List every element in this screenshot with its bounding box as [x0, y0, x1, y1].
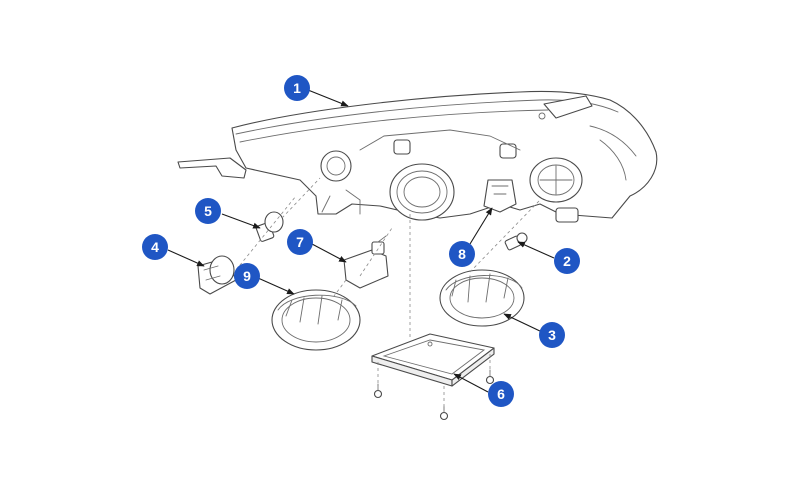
- leader-3: [503, 313, 543, 333]
- callout-label: 4: [151, 239, 159, 255]
- callout-9[interactable]: 9: [234, 263, 260, 289]
- screw: [485, 369, 495, 385]
- leader-lines: [167, 89, 555, 393]
- assembly-lines: [235, 177, 541, 412]
- callout-circle: [234, 263, 260, 289]
- ballast-module: [371, 333, 495, 387]
- callout-circle: [539, 322, 565, 348]
- leader-2: [517, 241, 555, 259]
- callout-7[interactable]: 7: [287, 229, 313, 255]
- callout-5[interactable]: 5: [195, 198, 221, 224]
- leader-7: [311, 243, 347, 263]
- leader-4: [167, 249, 205, 267]
- screw: [439, 405, 449, 421]
- leader-1: [307, 89, 349, 107]
- side-marker-bulb: [504, 232, 528, 251]
- callout-label: 7: [296, 234, 304, 250]
- callout-label: 6: [497, 386, 505, 402]
- callout-circle: [142, 234, 168, 260]
- callout-label: 9: [243, 268, 251, 284]
- leader-5: [221, 213, 261, 229]
- callout-8[interactable]: 8: [449, 241, 475, 267]
- high-beam-dust-cap: [439, 269, 525, 327]
- callout-circle: [284, 75, 310, 101]
- leader-6: [453, 373, 489, 393]
- callout-label: 2: [563, 253, 571, 269]
- mounting-screws: [373, 369, 495, 421]
- callout-label: 3: [548, 327, 556, 343]
- callout-1[interactable]: 1: [284, 75, 310, 101]
- callout-label: 1: [293, 80, 301, 96]
- callout-circle: [449, 241, 475, 267]
- callout-label: 5: [204, 203, 212, 219]
- callout-2[interactable]: 2: [554, 248, 580, 274]
- callout-circle: [488, 381, 514, 407]
- callout-circle: [195, 198, 221, 224]
- callout-4[interactable]: 4: [142, 234, 168, 260]
- leader-8: [469, 207, 493, 245]
- callout-6[interactable]: 6: [488, 381, 514, 407]
- leader-9: [257, 277, 295, 295]
- callout-circle: [554, 248, 580, 274]
- turn-signal-socket: [197, 255, 237, 295]
- callout-3[interactable]: 3: [539, 322, 565, 348]
- hid-bulb: [343, 235, 389, 289]
- low-beam-dust-cap: [271, 289, 361, 351]
- callout-circle: [287, 229, 313, 255]
- headlamp-housing: [177, 90, 658, 223]
- screw: [373, 383, 383, 399]
- callout-label: 8: [458, 246, 466, 262]
- callouts: 1 2 3 4 5 6 7 8: [142, 75, 580, 407]
